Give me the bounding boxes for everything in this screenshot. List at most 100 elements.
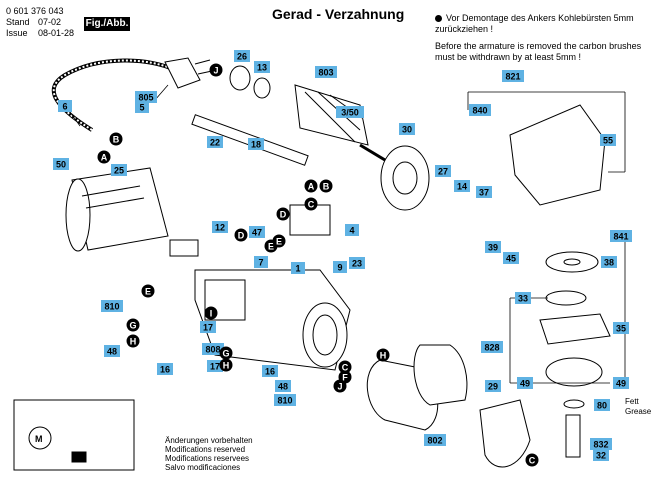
part-number-box bbox=[485, 380, 501, 392]
bearing-13 bbox=[253, 77, 271, 99]
doc-number: 0 601 376 043 bbox=[6, 6, 64, 16]
part-number: 22 bbox=[210, 138, 220, 148]
letter-marker: G bbox=[222, 349, 229, 359]
part-number: 49 bbox=[616, 379, 626, 389]
part-number: 49 bbox=[520, 379, 530, 389]
part-number-box bbox=[613, 377, 629, 389]
part-number-box bbox=[135, 101, 149, 113]
part-number: 29 bbox=[488, 382, 498, 392]
letter-marker: B bbox=[323, 182, 330, 192]
letter-marker: C bbox=[342, 363, 349, 373]
letter-marker-circle bbox=[209, 63, 223, 77]
footer-line: Modifications reserved bbox=[165, 445, 246, 454]
letter-marker: C bbox=[308, 200, 315, 210]
part-number: 38 bbox=[604, 258, 614, 268]
part-number: 810 bbox=[277, 396, 292, 406]
part-number-box bbox=[424, 434, 446, 446]
letter-marker: E bbox=[145, 287, 151, 297]
letter-marker-circle bbox=[304, 179, 318, 193]
part-number: 37 bbox=[479, 188, 489, 198]
part-number-box bbox=[135, 91, 157, 103]
svg-text:M: M bbox=[35, 434, 43, 444]
stand-date: 07-02 bbox=[38, 17, 62, 27]
footer-notes: Änderungen vorbehalten Modifications res… bbox=[165, 436, 253, 472]
part-number-box bbox=[476, 186, 492, 198]
letter-marker: I bbox=[210, 309, 213, 319]
letter-marker: A bbox=[308, 182, 315, 192]
part-number-box bbox=[517, 377, 533, 389]
part-number: 26 bbox=[237, 52, 247, 62]
letter-marker: G bbox=[129, 321, 136, 331]
part-number-box bbox=[502, 70, 524, 82]
letter-marker-circle bbox=[109, 132, 123, 146]
part-number: 3/50 bbox=[341, 108, 359, 118]
part-number-box bbox=[157, 363, 173, 375]
letter-marker-circle bbox=[219, 346, 233, 360]
letter-marker: D bbox=[280, 210, 287, 220]
part-number: 47 bbox=[252, 228, 262, 238]
part-number-box bbox=[202, 343, 224, 355]
part-number: 5 bbox=[139, 103, 144, 113]
part-number-box bbox=[234, 50, 250, 62]
part-number: 803 bbox=[318, 68, 333, 78]
part-number-box bbox=[336, 106, 364, 118]
letter-marker-circle bbox=[319, 179, 333, 193]
part-number-box bbox=[613, 322, 629, 334]
note-de: Vor Demontage des Ankers Kohlebürsten 5m… bbox=[435, 13, 634, 34]
issue-label: Issue bbox=[6, 28, 28, 38]
letter-marker: E bbox=[268, 242, 274, 252]
part-number: 35 bbox=[616, 324, 626, 334]
letter-marker: D bbox=[238, 231, 245, 241]
part-number: 7 bbox=[258, 258, 263, 268]
footer-line: Änderungen vorbehalten bbox=[165, 436, 253, 445]
part-number: 821 bbox=[505, 72, 520, 82]
part-number-box bbox=[275, 380, 291, 392]
part-number: 16 bbox=[160, 365, 170, 375]
part-number-box bbox=[58, 100, 72, 112]
part-number: 80 bbox=[597, 401, 607, 411]
letter-marker-circle bbox=[204, 306, 218, 320]
capacitor-12 bbox=[169, 239, 199, 257]
fan-30 bbox=[380, 145, 430, 211]
letter-marker: J bbox=[213, 66, 218, 76]
power-cord-inner bbox=[52, 59, 176, 131]
part-number-box bbox=[212, 221, 228, 233]
field-coil-2 bbox=[413, 344, 468, 406]
letter-marker: H bbox=[223, 361, 230, 371]
spindle-832 bbox=[565, 414, 581, 458]
part-number: 832 bbox=[593, 440, 608, 450]
part-number: 810 bbox=[104, 302, 119, 312]
part-number-box bbox=[111, 164, 127, 176]
part-number: 828 bbox=[484, 343, 499, 353]
part-number: 55 bbox=[603, 136, 613, 146]
note-en: Before the armature is removed the carbo… bbox=[435, 41, 642, 62]
part-number: 16 bbox=[265, 367, 275, 377]
part-number: 48 bbox=[278, 382, 288, 392]
grease-de: Fett bbox=[625, 397, 640, 406]
o-ring-33 bbox=[545, 290, 587, 306]
part-number-box bbox=[254, 256, 268, 268]
part-number-box bbox=[207, 360, 223, 372]
part-number-box bbox=[435, 165, 451, 177]
part-number-box bbox=[53, 158, 69, 170]
letter-marker-circle bbox=[141, 284, 155, 298]
stand-label: Stand bbox=[6, 17, 30, 27]
part-number: 39 bbox=[488, 243, 498, 253]
part-number-box bbox=[104, 345, 120, 357]
part-number-box bbox=[481, 341, 503, 353]
schematic-drawing: M bbox=[13, 399, 135, 471]
gear-head-housing bbox=[509, 104, 606, 206]
part-number-box bbox=[101, 300, 123, 312]
footer-line: Salvo modificaciones bbox=[165, 463, 241, 472]
part-number-box bbox=[485, 241, 501, 253]
part-drawings: M bbox=[13, 57, 611, 471]
part-number: 12 bbox=[215, 223, 225, 233]
part-number-box bbox=[600, 134, 616, 146]
letter-marker-circle bbox=[97, 150, 111, 164]
letter-marker-circle bbox=[525, 453, 539, 467]
part-number: 32 bbox=[596, 451, 606, 461]
bearing-26 bbox=[229, 65, 251, 91]
part-number-box bbox=[503, 252, 519, 264]
